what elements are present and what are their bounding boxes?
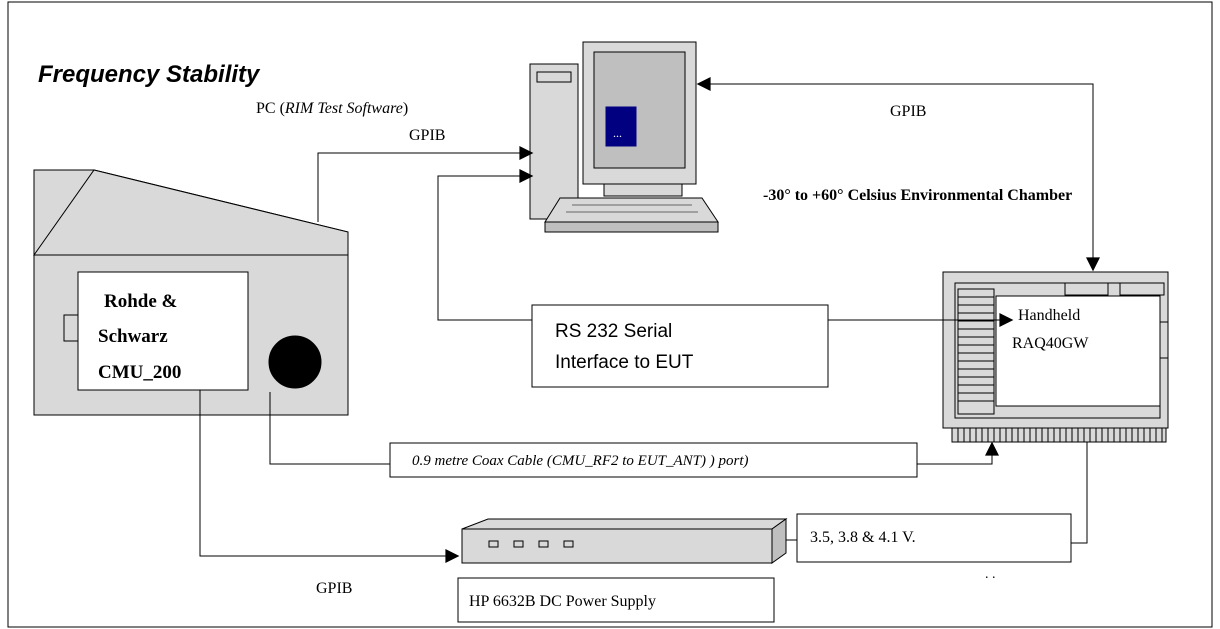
cmu-to-pc-gpib-line xyxy=(317,146,534,222)
pc-keyboard-base xyxy=(544,221,719,233)
voltage-label: 3.5, 3.8 & 4.1 V. xyxy=(810,529,916,546)
connection-lines xyxy=(199,77,1100,563)
pc-tower xyxy=(529,63,579,220)
power-supply-button-1 xyxy=(488,540,499,548)
coax-cable-label: 0.9 metre Coax Cable (CMU_RF2 to EUT_ANT… xyxy=(412,453,749,469)
pc-computer xyxy=(529,41,719,233)
pc-keyboard xyxy=(544,197,719,223)
eut-label-line2: RAQ40GW xyxy=(1012,335,1089,352)
environmental-chamber xyxy=(942,271,1169,443)
pc-label: PC (RIM Test Software) xyxy=(256,100,408,117)
pc-screen-window xyxy=(605,106,637,147)
diagram-frame xyxy=(7,1,1213,628)
rs232-label-line2: Interface to EUT xyxy=(555,352,694,373)
pc-monitor-stand xyxy=(603,183,683,197)
diagram-title: Frequency Stability xyxy=(38,61,261,88)
power-supply-button-2 xyxy=(513,540,524,548)
cmu-200-unit xyxy=(33,169,349,416)
coax-line-right xyxy=(917,441,999,465)
pc-drive-slot xyxy=(536,71,572,83)
cmu-label-line3: CMU_200 xyxy=(98,362,181,383)
gpib-pc-label: GPIB xyxy=(409,127,445,144)
power-supply-label-box xyxy=(457,577,775,623)
eut-handheld-panel xyxy=(995,295,1161,407)
coax-cable-box xyxy=(389,442,918,478)
gpib-power-label: GPIB xyxy=(316,580,352,597)
cmu-label-line2: Schwarz xyxy=(98,326,168,347)
voltage-to-chamber-line xyxy=(1071,442,1088,544)
power-supply-button-4 xyxy=(563,540,574,548)
pc-screen-text: ... xyxy=(613,126,622,140)
rs232-label-line1: RS 232 Serial xyxy=(555,321,672,342)
voltage-box xyxy=(796,513,1072,563)
cmu-to-power-gpib-line xyxy=(199,390,460,563)
chamber-slots xyxy=(957,288,995,415)
voltage-marks: . . xyxy=(985,567,996,582)
gpib-chamber-label: GPIB xyxy=(890,103,926,120)
cmu-side-connector xyxy=(63,314,79,342)
cmu-label-line1: Rohde & xyxy=(104,291,177,312)
cmu-knob xyxy=(268,335,322,389)
chamber-label: -30° to +60° Celsius Environmental Chamb… xyxy=(763,187,1072,204)
chamber-base-vents xyxy=(951,427,1167,443)
power-supply-button-3 xyxy=(538,540,549,548)
cmu-display-panel xyxy=(77,271,249,391)
eut-label-line1: Handheld xyxy=(1018,307,1080,324)
power-supply-unit xyxy=(461,518,788,564)
coax-line-left xyxy=(269,392,390,465)
rs232-to-pc-line xyxy=(437,169,534,321)
rs232-interface-box xyxy=(531,304,829,388)
power-supply-label: HP 6632B DC Power Supply xyxy=(469,593,656,610)
